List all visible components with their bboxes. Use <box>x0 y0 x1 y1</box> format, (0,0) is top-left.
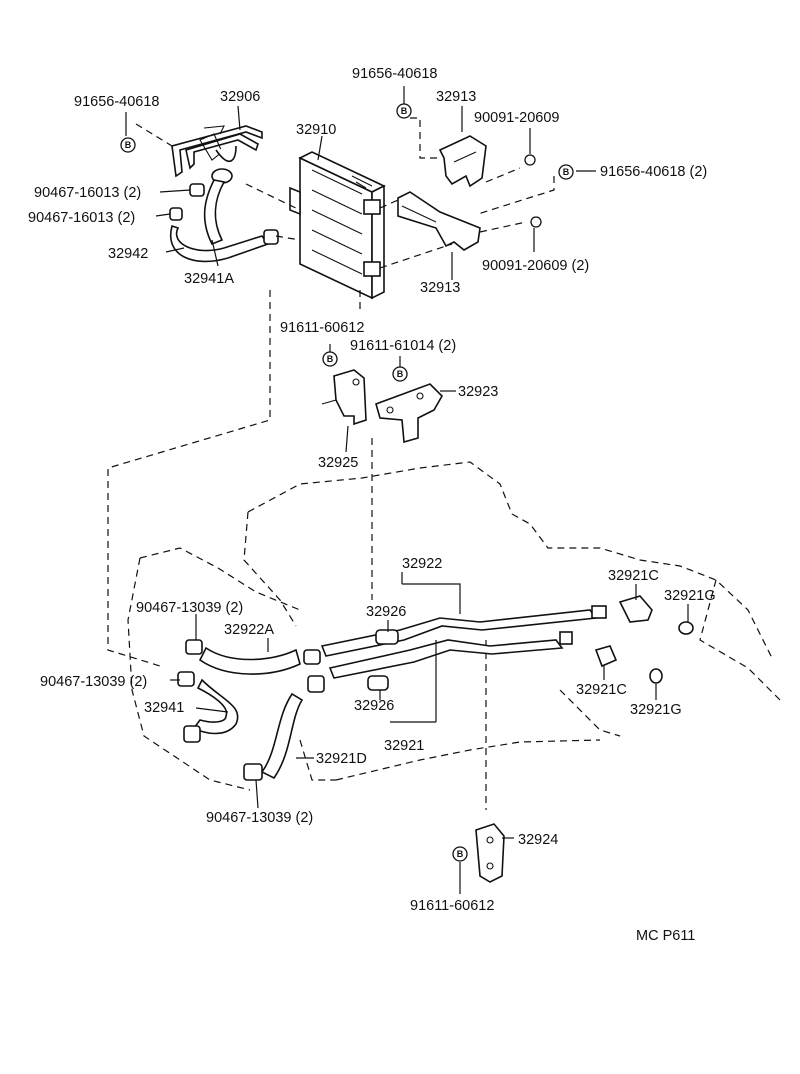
cooler-hoses <box>169 168 279 263</box>
bracket-group <box>321 344 456 600</box>
oil-cooler-group <box>107 86 596 667</box>
svg-text:B: B <box>125 140 132 150</box>
transmission-group <box>127 461 781 894</box>
label-32921G-b: 32921G <box>630 702 682 718</box>
svg-text:B: B <box>563 167 570 177</box>
diagram-code: MC P611 <box>636 928 695 944</box>
bracket-lower <box>397 191 542 251</box>
label-91611-60612-b: 91611-60612 <box>410 898 494 914</box>
label-32924: 32924 <box>518 832 558 848</box>
label-32921D: 32921D <box>316 751 367 767</box>
label-32921C-a: 32921C <box>608 568 659 584</box>
label-90091-20609-2: 90091-20609 (2) <box>482 258 589 274</box>
label-90091-20609: 90091-20609 <box>474 110 559 126</box>
label-32910: 32910 <box>296 122 336 138</box>
label-90467-13039-a: 90467-13039 (2) <box>136 600 243 616</box>
bolt-symbol-6: B <box>452 846 468 862</box>
label-90467-13039-c: 90467-13039 (2) <box>206 810 313 826</box>
label-32922: 32922 <box>402 556 442 572</box>
label-91611-60612-a: 91611-60612 <box>280 320 364 336</box>
svg-text:B: B <box>457 849 464 859</box>
label-32926-b: 32926 <box>354 698 394 714</box>
label-32906: 32906 <box>220 89 260 105</box>
svg-text:B: B <box>327 354 334 364</box>
label-90467-13039-b: 90467-13039 (2) <box>40 674 147 690</box>
label-91656-40618-c: 91656-40618 (2) <box>600 164 707 180</box>
label-91611-61014: 91611-61014 (2) <box>350 338 456 354</box>
label-32921G-a: 32921G <box>664 588 716 604</box>
label-32913-bottom: 32913 <box>420 280 460 296</box>
part-labels: 91656-40618 32906 91656-40618 32913 3291… <box>28 66 716 944</box>
cooler-pipe <box>171 125 263 178</box>
label-32921C-b: 32921C <box>576 682 627 698</box>
label-91656-40618-a: 91656-40618 <box>74 94 159 110</box>
bolt-symbol-2: B <box>396 103 412 119</box>
label-32922A: 32922A <box>224 622 274 638</box>
label-32921: 32921 <box>384 738 424 754</box>
label-32942: 32942 <box>108 246 148 262</box>
label-32913-top: 32913 <box>436 89 476 105</box>
bolt-symbol-1: B <box>120 137 136 153</box>
bracket-upper <box>438 135 536 188</box>
svg-text:B: B <box>397 369 404 379</box>
bolt-symbol-3: B <box>558 164 574 180</box>
label-32925: 32925 <box>318 455 358 471</box>
label-32926-a: 32926 <box>366 604 406 620</box>
bolt-symbol-4: B <box>322 351 338 367</box>
label-91656-40618-b: 91656-40618 <box>352 66 437 82</box>
label-90467-16013-a: 90467-16013 (2) <box>34 185 141 201</box>
bolt-symbol-5: B <box>392 366 408 382</box>
svg-text:B: B <box>401 106 408 116</box>
oil-cooler-core <box>289 151 386 300</box>
label-32923: 32923 <box>458 384 498 400</box>
label-90467-16013-b: 90467-16013 (2) <box>28 210 135 226</box>
label-32941A: 32941A <box>184 271 234 287</box>
label-32941: 32941 <box>144 700 184 716</box>
